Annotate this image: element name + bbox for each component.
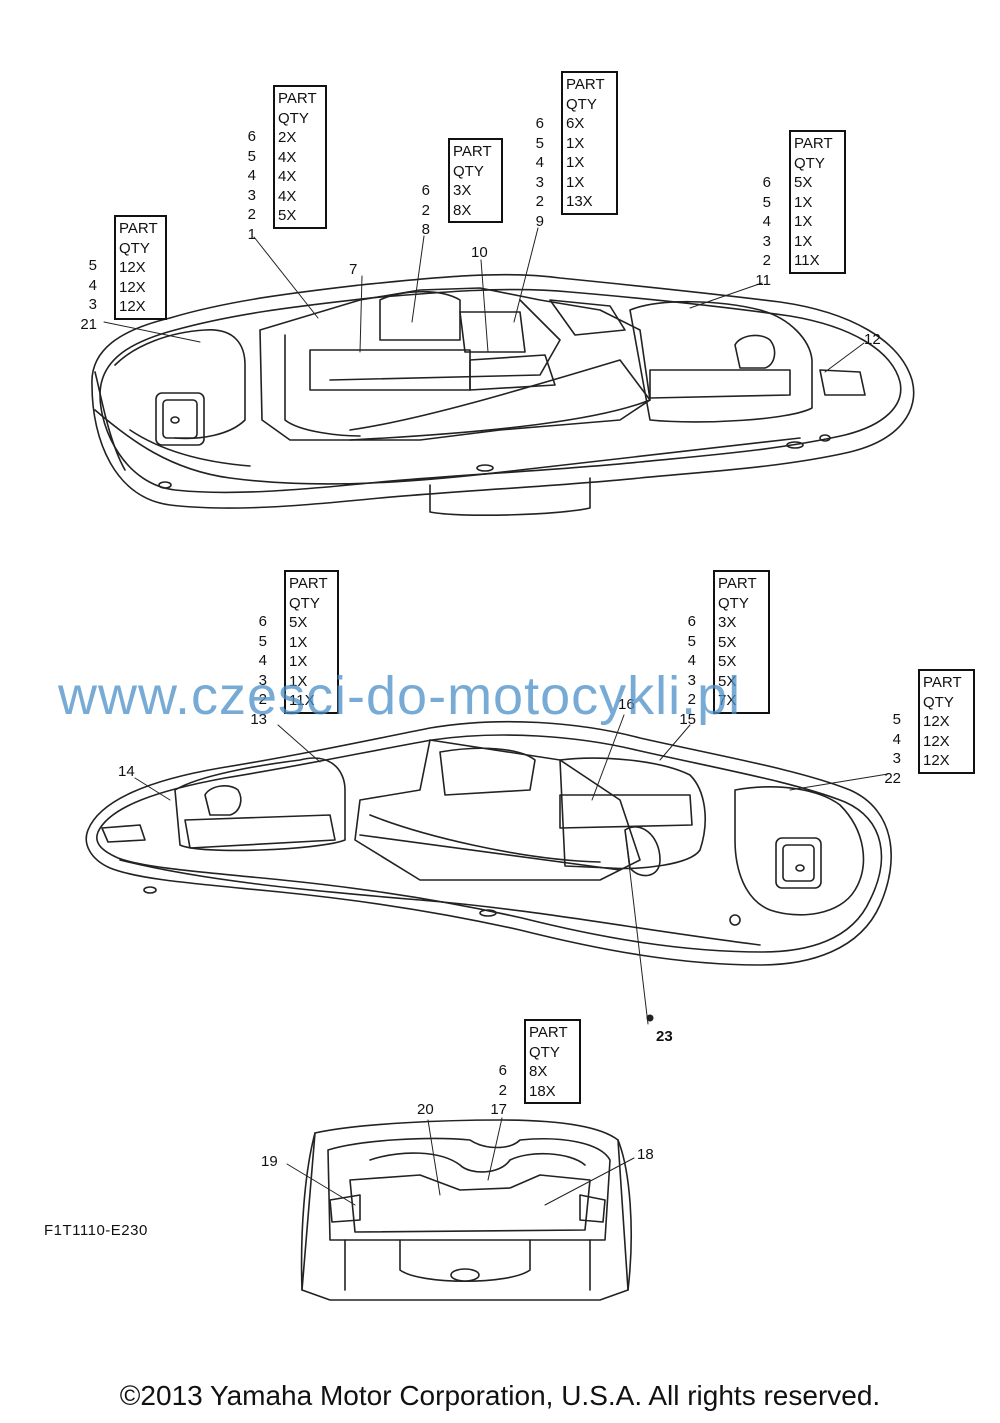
callout-16: 16 [618,696,635,713]
callout-7: 7 [349,261,358,278]
boat-top-view [91,273,915,517]
callout-10: 10 [471,244,488,261]
callout-14: 14 [118,763,135,780]
bottom-leader-lines [286,1117,635,1206]
watermark: www.czesci-do-motocykli.pl [58,666,742,726]
callout-12: 12 [864,331,881,348]
callout-18: 18 [637,1146,654,1163]
middle-leader-lines [134,714,889,1025]
callout-20: 20 [417,1101,434,1118]
bolt-23-icon [646,1014,654,1022]
callout-19: 19 [261,1153,278,1170]
boat-rear-view [300,1119,632,1301]
top-leader-lines [103,227,865,373]
boat-middle-view [85,720,892,966]
callout-23: 23 [656,1028,673,1045]
figure-code: F1T1110-E230 [44,1222,148,1239]
copyright-notice: ©2013 Yamaha Motor Corporation, U.S.A. A… [119,1380,881,1411]
